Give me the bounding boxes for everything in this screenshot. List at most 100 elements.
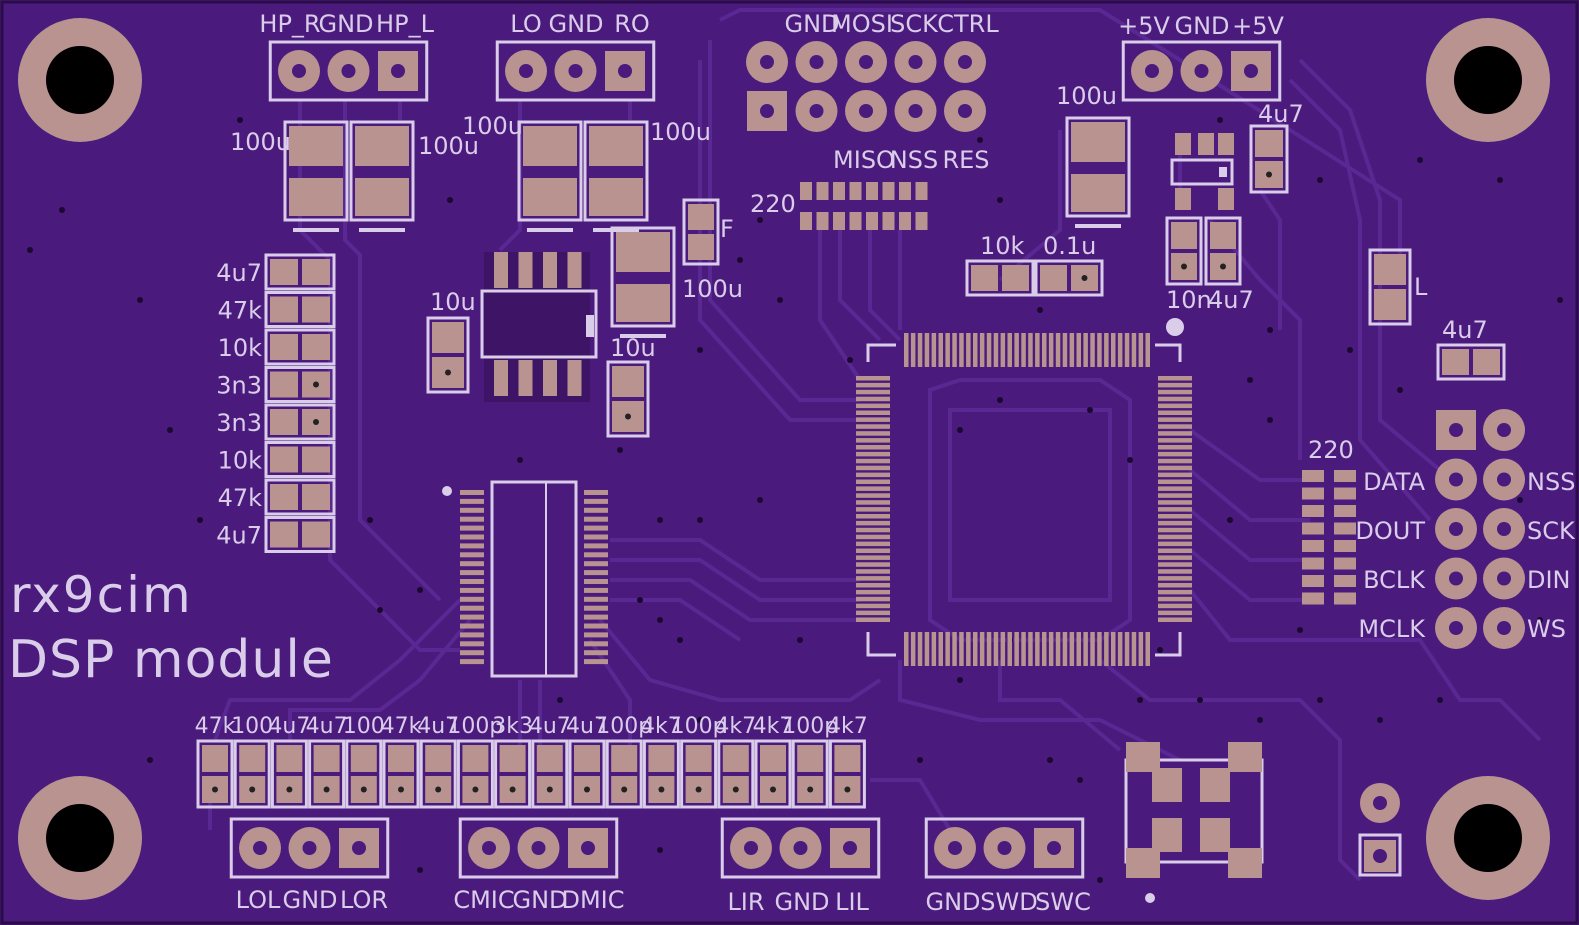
bottom-row-part-6 <box>419 739 457 809</box>
connector-label-lir-0: LIR <box>727 888 764 916</box>
label-cap-10u-left: 10u <box>430 288 476 316</box>
label-cap-4u7-right: 4u7 <box>1442 316 1488 344</box>
via <box>417 587 423 593</box>
left-col-label-0: 4u7 <box>216 259 262 287</box>
via <box>697 347 703 353</box>
via <box>167 427 173 433</box>
label-cap-lo-left: 100u <box>462 112 523 140</box>
board-title-line2: DSP module <box>8 630 334 690</box>
via <box>957 677 963 683</box>
cap-f <box>682 198 720 266</box>
connector-label-swd-0: GND <box>925 888 980 916</box>
header-layer <box>229 40 1525 879</box>
inductor-l <box>1368 248 1412 326</box>
label-cap-10u-right: 10u <box>610 334 656 362</box>
via <box>1557 297 1563 303</box>
left-col-part-5 <box>264 441 336 478</box>
bottom-row-label-13: 100p <box>671 714 727 739</box>
via <box>1267 417 1273 423</box>
via <box>367 517 373 523</box>
label-res-10k: 10k <box>980 232 1025 260</box>
left-col-part-7 <box>264 516 336 553</box>
res-array-220-top <box>800 182 928 230</box>
bottom-row-label-0: 47k <box>195 714 236 739</box>
connector-label-right-right-2: DIN <box>1527 566 1571 594</box>
via <box>977 137 983 143</box>
via <box>757 497 763 503</box>
regulator-sot23 <box>1170 133 1234 210</box>
bottom-row-label-3: 4u7 <box>306 714 348 739</box>
connector-label-power-1: GND <box>1174 12 1229 40</box>
bottom-row-label-4: 100 <box>343 714 385 739</box>
connector-label-power-0: +5V <box>1118 12 1170 40</box>
bottom-row-label-9: 4u7 <box>529 714 571 739</box>
cap-4u7-right <box>1436 343 1506 381</box>
via <box>657 847 663 853</box>
header-lo <box>495 40 656 102</box>
connector-label-right-right-3: WS <box>1527 615 1566 643</box>
mounting-hole-top-left <box>18 18 142 142</box>
codec-tssop <box>442 480 608 678</box>
mounting-hole-top-right <box>1426 18 1550 142</box>
bottom-row-part-1 <box>233 739 271 809</box>
left-col-label-3: 3n3 <box>216 372 262 400</box>
via <box>1347 347 1353 353</box>
cap-hp-left <box>283 120 349 232</box>
connector-label-swd-1: SWD <box>980 888 1037 916</box>
connector-label-spi_top-3: CTRL <box>937 10 999 38</box>
connector-label-right-left-1: DOUT <box>1355 517 1425 545</box>
reset-tact-switch <box>1124 742 1264 903</box>
bottom-row-label-11: 100p <box>596 714 652 739</box>
via <box>1297 627 1303 633</box>
via <box>1267 327 1273 333</box>
via <box>1317 177 1323 183</box>
connector-label-right-left-3: MCLK <box>1358 615 1426 643</box>
connector-label-right-left-2: BCLK <box>1363 566 1426 594</box>
via <box>1247 377 1253 383</box>
connector-label-right-right-1: SCK <box>1527 517 1576 545</box>
left-col-part-4 <box>264 403 336 441</box>
bottom-row-part-7 <box>456 739 494 809</box>
left-col-label-7: 4u7 <box>216 522 262 550</box>
via <box>1497 177 1503 183</box>
label-res-220-right: 220 <box>1308 436 1354 464</box>
bottom-row-part-12 <box>642 739 680 809</box>
bottom-row-label-16: 100p <box>782 714 838 739</box>
connector-label-lol-2: LOR <box>340 886 388 914</box>
label-cap-4u7-top: 4u7 <box>1258 100 1304 128</box>
bottom-row-part-14 <box>717 739 755 809</box>
via <box>197 517 203 523</box>
connector-label-hp-2: HP_L <box>376 10 435 38</box>
bottom-row-part-4 <box>345 739 383 809</box>
via <box>777 297 783 303</box>
via <box>1537 617 1543 623</box>
header-lir <box>720 817 881 879</box>
bottom-row-part-13 <box>680 739 718 809</box>
cap-hp-right <box>349 120 415 232</box>
via <box>1097 877 1103 883</box>
connector-label-spi_top-0: GND <box>784 10 839 38</box>
via <box>1197 697 1203 703</box>
dsp-qfp-chip <box>856 318 1192 666</box>
via <box>697 717 703 723</box>
bottom-row-label-17: 4k7 <box>827 714 868 739</box>
via <box>1517 497 1523 503</box>
left-col-part-0 <box>264 253 336 291</box>
connector-label-swd-2: SWC <box>1035 888 1091 916</box>
bottom-row-label-2: 4u7 <box>268 714 310 739</box>
trace-layer <box>208 8 1542 882</box>
via <box>997 397 1003 403</box>
bottom-row-part-2 <box>270 739 308 809</box>
via <box>1157 647 1163 653</box>
cap-10u-left <box>426 316 470 394</box>
bottom-row-label-1: 100 <box>231 714 273 739</box>
connector-label-lir-1: GND <box>774 888 829 916</box>
bottom-row-part-17 <box>828 739 866 809</box>
bottom-row-part-16 <box>791 739 829 809</box>
via <box>1087 407 1093 413</box>
header-spi-row1 <box>746 41 986 83</box>
cap-01u <box>1034 259 1104 297</box>
via <box>59 207 65 213</box>
header-hp <box>268 40 429 102</box>
